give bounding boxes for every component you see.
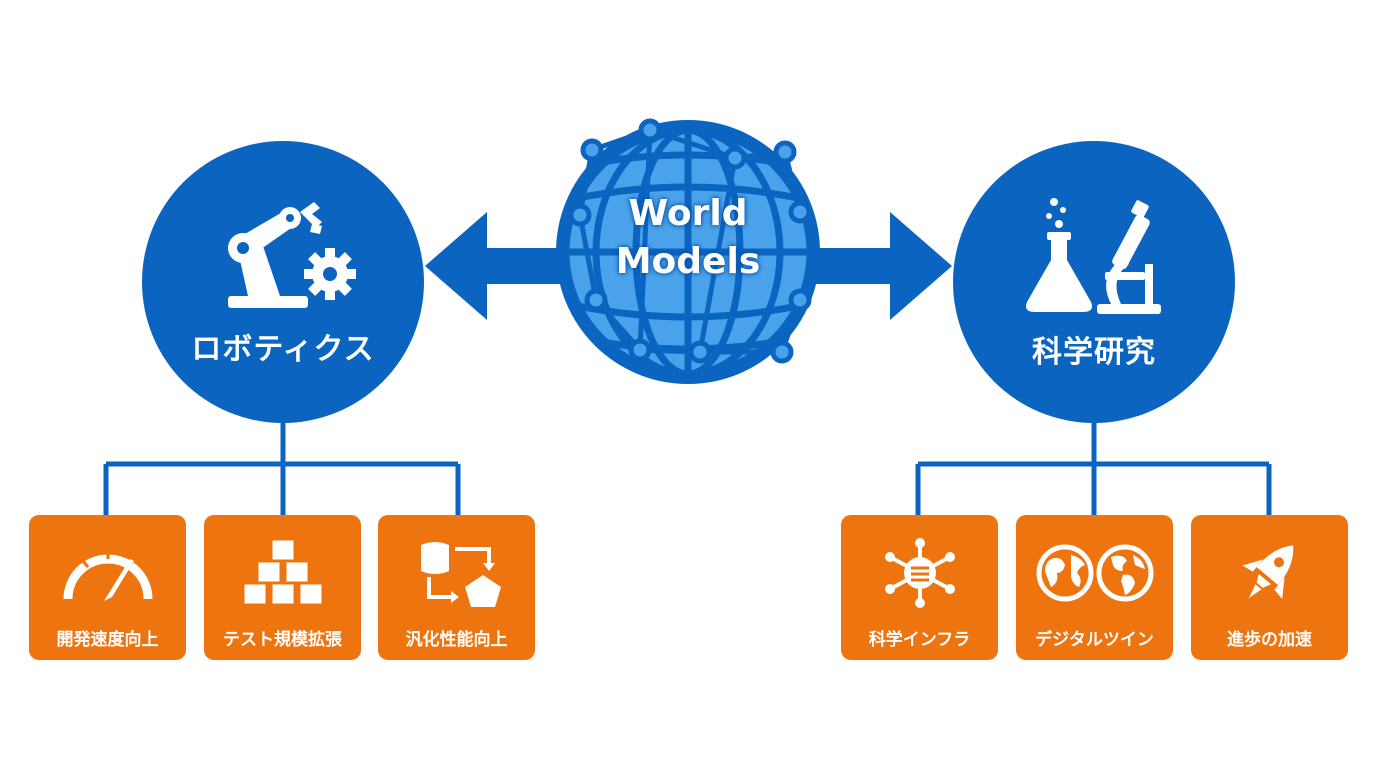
science-child-acceleration: 進歩の加速: [1191, 515, 1348, 660]
robotics-child-speed-label: 開発速度向上: [56, 630, 159, 650]
left-arrow: [425, 212, 564, 320]
science-child-infra: 科学インフラ: [841, 515, 998, 660]
flask-microscope-icon: [1026, 197, 1161, 314]
robotics-child-test-scale: テスト規模拡張: [204, 515, 361, 660]
hub-title-line2: Models: [615, 241, 761, 282]
twin-globes-icon: [1036, 544, 1153, 602]
right-arrow: [812, 212, 952, 320]
science-research-label: 科学研究: [1032, 334, 1156, 370]
robotics-child-test-scale-label: テスト規模拡張: [223, 630, 342, 650]
robotics-child-speed: 開発速度向上: [29, 515, 186, 660]
shape-transform-icon: [420, 542, 501, 607]
world-models-globe-icon: [556, 118, 820, 384]
science-child-infra-label: 科学インフラ: [868, 630, 971, 650]
speedometer-icon: [63, 551, 152, 601]
stacked-cubes-icon: [241, 537, 324, 607]
rocket-icon: [1241, 545, 1293, 600]
science-research-node: 科学研究: [953, 141, 1235, 423]
robotics-node: ロボティクス: [142, 141, 424, 423]
robotics-child-generalization: 汎化性能向上: [378, 515, 535, 660]
science-child-digital-twin: デジタルツイン: [1016, 515, 1173, 660]
robotics-label: ロボティクス: [191, 332, 375, 367]
robotics-child-generalization-label: 汎化性能向上: [405, 630, 508, 650]
hub-title-line1: World: [628, 193, 748, 234]
science-child-acceleration-label: 進歩の加速: [1227, 630, 1312, 650]
right-tree-lines: [915, 420, 1272, 515]
hub-title: World Models: [552, 190, 824, 286]
science-child-digital-twin-label: デジタルツイン: [1035, 630, 1154, 650]
robot-arm-gear-icon: [228, 202, 356, 308]
left-tree-lines: [103, 420, 461, 515]
network-server-icon: [884, 538, 955, 608]
